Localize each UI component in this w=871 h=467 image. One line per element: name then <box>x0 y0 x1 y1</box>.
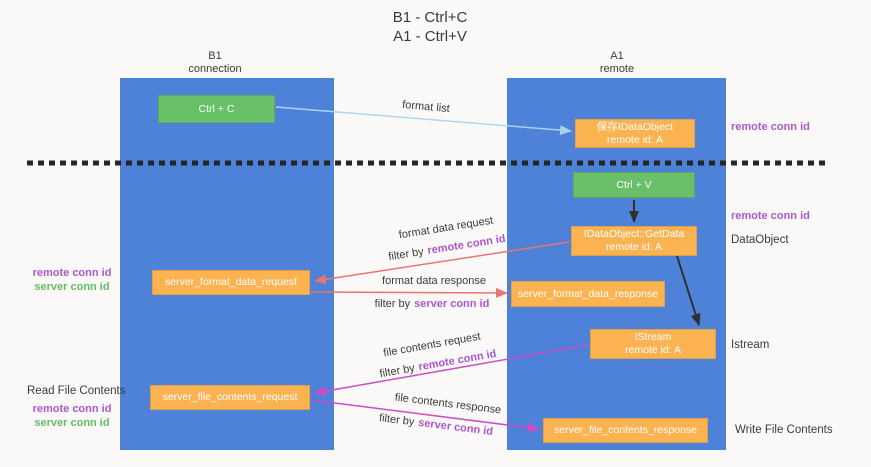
remote-conn-id-right-mid: remote conn id <box>731 210 810 222</box>
istream-box: IStream remote id: A <box>590 329 716 359</box>
filter-by-server-conn-id-label-2: filter by server conn id <box>378 412 493 438</box>
server-format-data-request-box: server_format_data_request <box>152 270 310 295</box>
lane-b1-sub: connection <box>188 63 242 75</box>
remote-conn-id-text: remote conn id <box>417 347 498 374</box>
istream-line2: remote id: A <box>624 344 682 356</box>
remote-conn-id-left-2: remote conn id <box>32 403 112 415</box>
ctrl-c-label: Ctrl + C <box>198 102 235 115</box>
server-format-data-response-label: server_format_data_response <box>517 287 659 300</box>
title-line-2: A1 - Ctrl+V <box>393 28 467 45</box>
lane-header-a1: A1 remote <box>567 50 667 76</box>
diagram-title: B1 - Ctrl+C A1 - Ctrl+V <box>0 8 860 46</box>
save-dataobject-line2: remote id: A <box>606 133 664 146</box>
file-contents-response-text: file contents response <box>394 391 502 417</box>
ctrl-c-box: Ctrl + C <box>158 95 275 123</box>
server-format-data-request-label: server_format_data_request <box>165 276 297 288</box>
server-conn-id-text: server conn id <box>414 298 490 310</box>
read-file-contents-label: Read File Contents <box>27 385 126 397</box>
ctrl-v-label: Ctrl + V <box>616 178 652 191</box>
filter-by-text: filter by <box>378 362 416 381</box>
getdata-line1: IDataObject::GetData <box>583 228 685 240</box>
remote-conn-id-left-1: remote conn id <box>32 267 112 279</box>
lane-a1-sub: remote <box>599 63 635 75</box>
server-conn-id-text: server conn id <box>417 416 494 438</box>
server-file-contents-response-box: server_file_contents_response <box>543 418 708 443</box>
istream-line1: IStream <box>634 331 672 343</box>
server-file-contents-request-label: server_file_contents_request <box>162 391 298 403</box>
title-line-1: B1 - Ctrl+C <box>392 9 468 26</box>
file-contents-response-label: file contents response <box>394 392 502 417</box>
filter-by-text: filter by <box>378 412 416 429</box>
getdata-line2: remote id: A <box>605 241 663 253</box>
lane-b1-name: B1 <box>208 50 222 62</box>
format-data-response-label: format data response <box>382 275 486 287</box>
save-dataobject-box: 保存IDataObject remote id: A <box>575 119 695 148</box>
server-file-contents-request-box: server_file_contents_request <box>150 385 310 410</box>
lane-a1-name: A1 <box>610 50 624 62</box>
format-data-response-arrow <box>310 287 508 298</box>
filter-by-text: filter by <box>374 298 411 310</box>
remote-conn-id-right-top: remote conn id <box>731 121 810 133</box>
server-format-data-response-box: server_format_data_response <box>511 281 665 307</box>
format-list-label: format list <box>402 99 451 115</box>
format-data-response-text: format data response <box>382 275 486 287</box>
dataobject-label: DataObject <box>731 234 789 246</box>
istream-side-label: Istream <box>731 339 770 351</box>
getdata-box: IDataObject::GetData remote id: A <box>571 226 697 256</box>
conn-id-stack-bottom-left: remote conn id server conn id <box>26 402 118 430</box>
server-conn-id-left-1: server conn id <box>34 281 110 293</box>
server-conn-id-left-2: server conn id <box>34 417 110 429</box>
format-list-text: format list <box>401 98 451 116</box>
server-file-contents-response-label: server_file_contents_response <box>553 424 697 436</box>
write-file-contents-label: Write File Contents <box>735 424 833 436</box>
remote-conn-id-text: remote conn id <box>426 232 507 258</box>
filter-by-server-conn-id-label-1: filter by server conn id <box>375 298 490 310</box>
ctrl-v-box: Ctrl + V <box>573 172 695 198</box>
lane-header-b1: B1 connection <box>165 50 265 76</box>
save-dataobject-line1: 保存IDataObject <box>596 120 674 133</box>
conn-id-stack-top-left: remote conn id server conn id <box>26 266 118 294</box>
filter-by-text: filter by <box>387 245 425 264</box>
